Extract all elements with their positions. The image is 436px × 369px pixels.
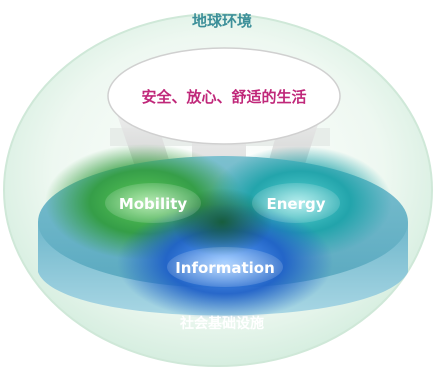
energy-label: Energy <box>266 195 325 213</box>
life-ellipse <box>107 47 341 145</box>
life-label: 安全、放心、舒适的生活 <box>141 88 306 106</box>
infrastructure-label: 社会基础设施 <box>179 315 264 332</box>
earth-environment-label: 地球环境 <box>192 12 252 30</box>
mobility-pill <box>105 183 201 223</box>
energy-pill <box>252 183 340 223</box>
information-label: Information <box>175 259 275 277</box>
information-pill <box>167 247 283 287</box>
mobility-label: Mobility <box>119 195 188 213</box>
